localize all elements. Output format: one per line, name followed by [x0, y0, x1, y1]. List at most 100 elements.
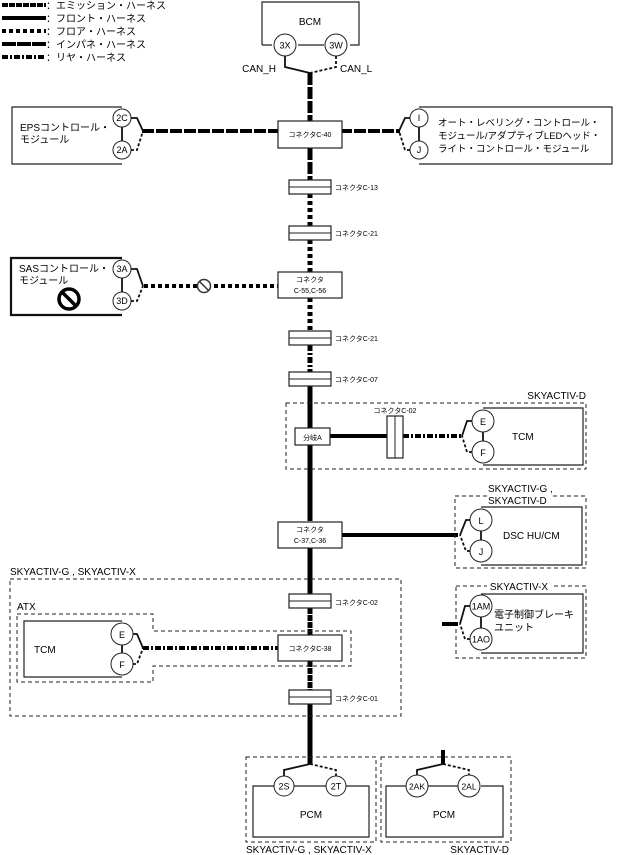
zone-skyactiv-d-tcm: SKYACTIV-D: [285, 391, 587, 470]
zone-skyactiv-g-x: SKYACTIV-G , SKYACTIV-X: [9, 567, 402, 717]
connector-label: コネクタC-13: [335, 183, 378, 192]
pin-label: 2AK: [409, 782, 425, 792]
pin-2s: [273, 775, 295, 797]
connector-label-line1: コネクタ: [296, 525, 324, 534]
pin-label: 2A: [116, 145, 127, 155]
zone-label: ATX: [17, 602, 36, 613]
connector-c02-gx: コネクタC-02: [288, 593, 378, 609]
tcm-d-module: TCM E F: [471, 407, 584, 466]
zone-label: SKYACTIV-X: [490, 582, 548, 593]
aled-label-line1: オート・レベリング・コントロール・: [438, 117, 600, 129]
connector-label-line1: コネクタ: [296, 275, 324, 284]
ebrake-label-line1: 電子制御ブレーキ: [494, 608, 574, 621]
connector-c55-c56: コネクタ C-55,C-56: [277, 271, 343, 299]
connector-c01: コネクタC-01: [288, 689, 378, 705]
pcm-gx-wire-l: [309, 763, 337, 776]
legend-item-front: ：フロント・ハーネス: [2, 13, 146, 25]
bcm-module: BCM 3X 3W CAN_H CAN_L: [242, 1, 373, 75]
legend-item-emission: ：エミッション・ハーネス: [2, 0, 166, 12]
pin-label: J: [479, 547, 484, 557]
pin-2t: [325, 775, 347, 797]
legend-label: ：フロア・ハーネス: [46, 26, 136, 38]
legend-label: ：リヤ・ハーネス: [46, 52, 126, 64]
sas-label-line1: SASコントロール・: [19, 264, 109, 275]
electronic-brake-module: 電子制御ブレーキ ユニット 1AM 1AO: [469, 593, 584, 654]
can-h-wire: [284, 56, 311, 74]
connector-label: コネクタC-01: [335, 694, 378, 703]
legend-item-floor: ：フロア・ハーネス: [2, 26, 136, 38]
pin-label: 3D: [116, 296, 128, 306]
pcm-d-module: PCM 2AK 2AL: [385, 774, 504, 838]
pin-label: 2AL: [461, 782, 476, 792]
legend-label: ：エミッション・ハーネス: [46, 0, 166, 12]
pin-label: E: [119, 630, 125, 640]
zone-label-line1: SKYACTIV-G ,: [488, 484, 553, 495]
legend: ：エミッション・ハーネス ：フロント・ハーネス ：フロア・ハーネス ：インパネ・…: [2, 0, 166, 64]
pin-label: 2T: [331, 782, 342, 792]
connector-label: コネクタC-02: [374, 406, 417, 415]
pcm-gx-module: PCM 2S 2T: [252, 775, 370, 838]
zone-label: SKYACTIV-D: [527, 391, 586, 402]
zone-atx: ATX: [16, 602, 352, 683]
eps-label-line2: モジュール: [20, 135, 69, 146]
bcm-label: BCM: [299, 17, 321, 28]
pin-label: 1AO: [472, 635, 490, 645]
pin-label: 3W: [329, 41, 343, 51]
dsc-label: DSC HU/CM: [503, 531, 560, 542]
connector-label: コネクタC-21: [335, 229, 378, 238]
connector-label: コネクタC-38: [289, 644, 332, 653]
legend-label: ：インパネ・ハーネス: [46, 39, 146, 51]
sas-label-line2: モジュール: [19, 276, 68, 287]
branch-label: 分岐A: [303, 433, 322, 442]
zone-label-line2: SKYACTIV-D: [488, 496, 547, 507]
pin-label: I: [418, 113, 421, 123]
pin-label: 2C: [116, 113, 128, 123]
ebrake-label-line2: ユニット: [494, 623, 534, 634]
legend-label: ：フロント・ハーネス: [46, 13, 146, 25]
dsc-module: DSC HU/CM L J: [469, 506, 583, 566]
connector-label: コネクタC-21: [335, 334, 378, 343]
branch-a: 分岐A: [294, 427, 331, 446]
pin-2al: [457, 774, 481, 798]
connector-label: コネクタC-02: [335, 598, 378, 607]
zone-pcm-d: SKYACTIV-D: [380, 756, 512, 855]
zone-dsc: SKYACTIV-G , SKYACTIV-D: [454, 484, 587, 569]
zone-label: SKYACTIV-D: [450, 845, 509, 855]
sas-module: SASコントロール・ モジュール 3A 3D: [9, 256, 132, 317]
eps-label-line1: EPSコントロール・: [20, 123, 110, 134]
connector-c21-upper: コネクタC-21: [288, 225, 378, 241]
tcm-label: TCM: [34, 645, 56, 656]
can-l-wire: [309, 56, 337, 74]
pin-label: 3X: [279, 41, 290, 51]
zone-label: SKYACTIV-G , SKYACTIV-X: [246, 845, 372, 855]
pcm-label: PCM: [433, 810, 455, 821]
pin-label: 3A: [116, 264, 127, 274]
can-h-label: CAN_H: [242, 64, 276, 75]
prohibited-icon: [196, 278, 212, 294]
can-l-label: CAN_L: [340, 64, 373, 75]
tcm-label: TCM: [512, 432, 534, 443]
connector-c13: コネクタC-13: [288, 179, 378, 195]
connector-c38: コネクタC-38: [277, 634, 343, 662]
connector-label: コネクタC-40: [289, 130, 332, 139]
pin-label: F: [480, 448, 486, 458]
connector-label-line2: C-37,C-36: [294, 538, 326, 545]
zone-label: SKYACTIV-G , SKYACTIV-X: [10, 567, 136, 578]
eps-module: EPSコントロール・ モジュール 2C 2A: [11, 106, 132, 165]
connector-c02-d: コネクタC-02: [374, 406, 417, 459]
connector-label-line2: C-55,C-56: [294, 288, 326, 295]
connector-c40: コネクタC-40: [277, 120, 343, 149]
aled-label-line2: モジュール/アダプティブLEDヘッド・: [438, 130, 600, 142]
zone-pcm-gx: SKYACTIV-G , SKYACTIV-X: [245, 756, 377, 855]
connector-c07: コネクタC-07: [288, 371, 378, 387]
pcm-gx-wire-h: [283, 763, 311, 776]
pin-2ak: [405, 774, 429, 798]
pin-label: L: [478, 516, 483, 526]
pcm-label: PCM: [300, 810, 322, 821]
aled-label-line3: ライト・コントロール・モジュール: [438, 144, 590, 155]
connector-c37-c36: コネクタ C-37,C-36: [277, 521, 343, 549]
pin-label: F: [119, 660, 125, 670]
tcm-atx-module: TCM E F: [23, 620, 134, 678]
pin-label: 1AM: [472, 602, 491, 612]
